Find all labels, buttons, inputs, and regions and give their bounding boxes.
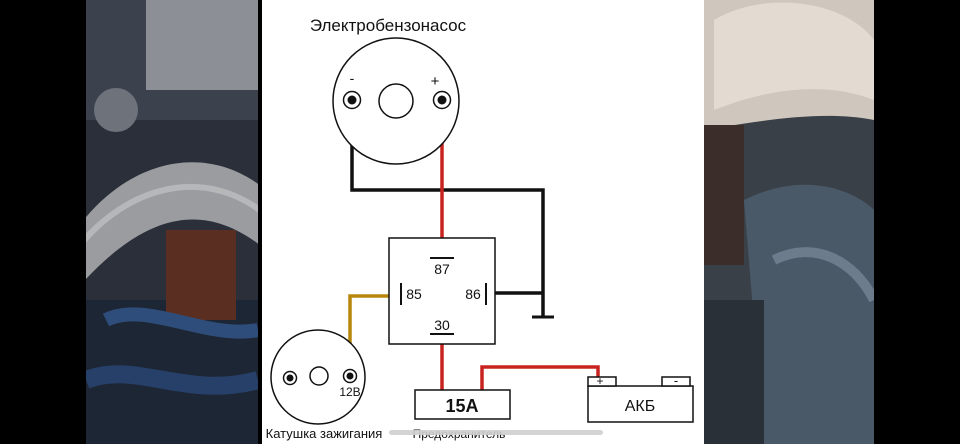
- fuse-battery-wire: [480, 365, 600, 390]
- battery: + - АКБ: [587, 373, 694, 423]
- battery-plus-label: +: [596, 374, 603, 388]
- fuel-pump: - +: [332, 37, 460, 165]
- battery-minus-label: -: [674, 373, 678, 388]
- relay-label-30: 30: [434, 317, 450, 333]
- battery-body: [587, 385, 694, 423]
- fuse-body: [414, 389, 511, 420]
- coil-terminal-label: 12В: [339, 385, 360, 399]
- pump-minus-label: -: [350, 70, 355, 86]
- pump-center-hub: [378, 83, 414, 119]
- pump-title: Электробензонасос: [310, 16, 467, 35]
- left-background-photo: [86, 0, 258, 444]
- relay-label-87: 87: [434, 261, 450, 277]
- relay: 87 85 86 30: [388, 237, 496, 345]
- coil-caption: Катушка зажигания: [266, 426, 383, 441]
- coil-center-hub: [309, 366, 329, 386]
- relay-label-86: 86: [465, 286, 481, 302]
- right-background-photo: [704, 0, 874, 444]
- fuse-rating: 15А: [445, 396, 478, 416]
- pump-plus-label: +: [431, 73, 440, 90]
- battery-label: АКБ: [625, 398, 656, 415]
- battery-minus-terminal: [661, 376, 691, 387]
- relay-label-85: 85: [406, 286, 422, 302]
- relay-body: [388, 237, 496, 345]
- wiring-diagram: Электробензонасос - + 87 85 86 30: [262, 0, 704, 444]
- ignition-coil: 12В Катушка зажигания: [266, 329, 383, 441]
- battery-plus-terminal: [587, 376, 617, 387]
- home-indicator[interactable]: [389, 430, 603, 435]
